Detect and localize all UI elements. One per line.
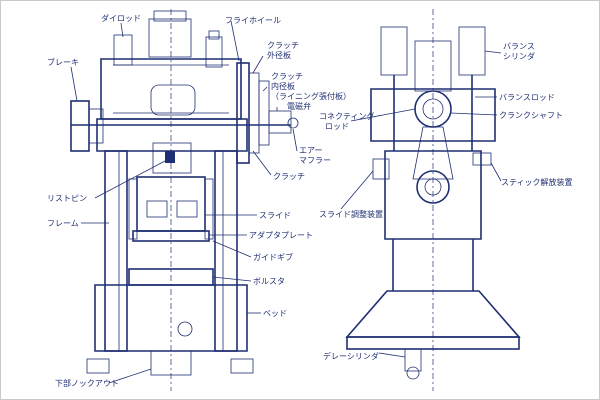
- label-clutch-inner-3: （ライニング張付板）: [271, 91, 351, 101]
- label-balance-rod: バランスロッド: [499, 93, 555, 102]
- label-clutch-outer-2: 外径板: [267, 50, 291, 60]
- leader-wrist-pin: [94, 160, 166, 199]
- left-press-view: [70, 9, 299, 391]
- label-clutch: クラッチ: [273, 172, 305, 181]
- leader-lower-knockout: [108, 368, 152, 384]
- label-air-muffler-2: マフラー: [299, 156, 331, 165]
- label-air-muffler-1: エアー: [299, 146, 323, 155]
- clutch-outer-plate: [248, 72, 260, 154]
- label-lower-knockout: 下部ノックアウト: [55, 378, 119, 388]
- label-connecting-rod-1: コネクティング: [319, 111, 375, 121]
- connecting-rod: [412, 126, 454, 180]
- leader-die-rod: [120, 22, 124, 38]
- leader-delay-cylinder: [378, 352, 406, 358]
- label-clutch-outer-1: クラッチ: [267, 41, 299, 50]
- label-brake: ブレーキ: [47, 57, 79, 67]
- clutch-inner-plate: [258, 80, 270, 146]
- balance-cylinder-right: [458, 26, 486, 76]
- label-balance-cylinder-1: バランス: [503, 42, 535, 51]
- label-adapter-plate: アダプタプレート: [249, 230, 313, 240]
- label-flywheel: フライホイール: [225, 16, 281, 25]
- frame-right-upright: [214, 150, 238, 352]
- left-labels: ダイロッド フライホイール クラッチ 外径板 ブレーキ クラッチ 内径板 （ライ…: [47, 13, 351, 388]
- guide-gib-right: [204, 178, 214, 240]
- label-bolster: ボルスタ: [253, 277, 285, 286]
- slide-section: [384, 150, 482, 240]
- label-wrist-pin: リストピン: [47, 194, 87, 203]
- label-guide-gib: ガイドギブ: [253, 252, 293, 262]
- wrist-pin: [165, 151, 175, 163]
- die-rod-head: [113, 34, 133, 66]
- solenoid-valve-block: [268, 110, 292, 134]
- right-labels: バランス シリンダ バランスロッド コネクティング ロッド クランクシャフト ス…: [319, 42, 573, 361]
- adapter-plate: [132, 230, 210, 242]
- label-bed: ベッド: [263, 309, 287, 318]
- delay-cylinder-eye: [406, 366, 420, 380]
- leader-slide-adjust: [340, 170, 374, 210]
- crown-section: [370, 88, 496, 142]
- guide-gib-left: [128, 178, 138, 240]
- leader-clutch: [252, 150, 272, 176]
- top-cylinder-b-cap: [208, 30, 220, 40]
- slide-bore: [416, 170, 450, 204]
- label-slide-adjust: スライド調整装置: [319, 209, 383, 219]
- label-die-rod: ダイロッド: [101, 13, 141, 23]
- leader-clutch-inner: [262, 86, 268, 92]
- leader-clutch-outer: [252, 55, 264, 74]
- bed: [94, 284, 248, 352]
- slide-adjust-device: [372, 158, 390, 180]
- stick-release-device: [472, 152, 492, 166]
- label-frame: フレーム: [47, 219, 79, 228]
- label-delay-cylinder: デレーシリンダ: [323, 351, 379, 361]
- top-cylinder-a-cap: [153, 10, 187, 22]
- label-crankshaft: クランクシャフト: [499, 111, 563, 120]
- leader-bolster: [212, 276, 252, 282]
- label-solenoid-valve: 電磁弁: [287, 101, 311, 111]
- slide-pocket-b: [176, 200, 198, 218]
- label-balance-cylinder-2: シリンダ: [503, 51, 535, 61]
- label-stick-release: スティック解放装置: [501, 177, 573, 187]
- brake-hub: [88, 108, 104, 144]
- leader-brake: [70, 66, 78, 102]
- frame-left-upright: [104, 150, 128, 352]
- brake: [70, 100, 90, 152]
- balance-cylinder-left: [380, 26, 408, 76]
- leader-stick-release: [490, 162, 502, 182]
- label-clutch-inner-2: 内径板: [271, 81, 295, 91]
- leader-guide-gib: [212, 240, 252, 258]
- leader-connecting-rod: [350, 108, 416, 122]
- leader-flywheel: [230, 20, 240, 62]
- label-connecting-rod-2: ロッド: [325, 122, 349, 131]
- delay-cylinder: [404, 348, 422, 372]
- foot-left: [86, 358, 110, 374]
- foot-right: [230, 358, 254, 374]
- leader-lines: [70, 20, 502, 384]
- leader-crankshaft: [450, 112, 498, 116]
- frame-crosshead: [96, 118, 248, 152]
- air-muffler: [287, 117, 299, 129]
- top-cylinder-a: [148, 18, 192, 58]
- slide-pocket-a: [146, 200, 168, 218]
- wrist-pin-block: [152, 142, 192, 174]
- label-clutch-inner-1: クラッチ: [271, 72, 303, 81]
- right-press-view: [345, 9, 521, 391]
- leader-balance-cylinder: [484, 50, 502, 54]
- top-cylinder-b: [205, 36, 223, 68]
- leader-air-muffler: [292, 128, 298, 152]
- crank-housing: [150, 84, 196, 116]
- bed-bore: [177, 321, 193, 337]
- label-slide: スライド: [259, 211, 291, 220]
